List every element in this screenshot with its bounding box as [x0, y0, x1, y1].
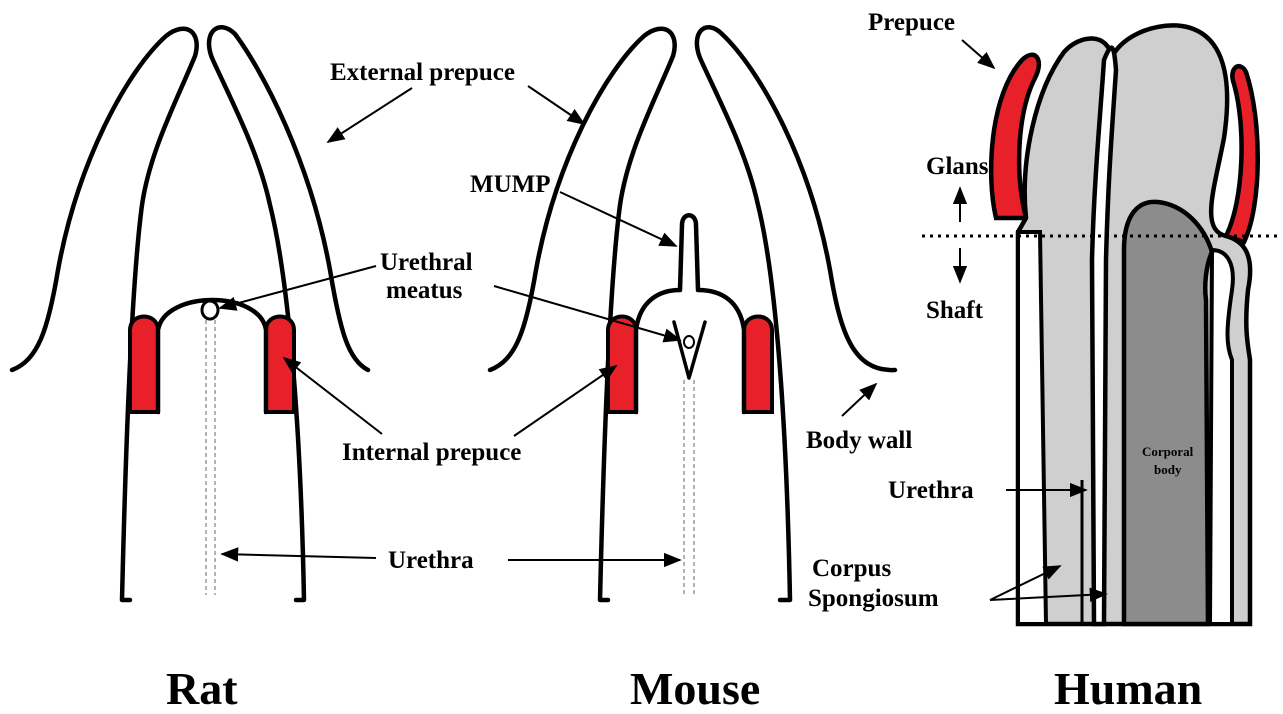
label-urethral-meatus-1: Urethral	[380, 249, 473, 276]
label-corpus-1: Corpus	[812, 555, 891, 582]
rat-diagram	[12, 27, 368, 600]
label-shaft: Shaft	[926, 297, 984, 324]
title-human: Human	[1054, 663, 1202, 714]
mouse-internal-prepuce-right	[744, 317, 772, 413]
mouse-meatus-opening	[684, 336, 694, 348]
mouse-glans	[636, 215, 744, 412]
human-prepuce-right	[1226, 66, 1258, 242]
arrow-prepuce-human	[962, 40, 994, 68]
label-glans: Glans	[926, 153, 989, 180]
label-mump: MUMP	[470, 171, 551, 198]
human-corporal-body	[1124, 202, 1212, 624]
rat-internal-prepuce-right	[266, 317, 294, 413]
label-urethral-meatus-2: meatus	[386, 277, 463, 304]
rat-internal-prepuce-left	[130, 317, 158, 413]
label-corpus-2: Spongiosum	[808, 585, 939, 612]
label-corporal-body-1: Corporal	[1142, 444, 1194, 459]
human-diagram	[922, 25, 1282, 624]
label-urethra-human: Urethra	[888, 477, 974, 504]
arrow-meatus-rat	[220, 266, 376, 308]
label-corporal-body-2: body	[1154, 462, 1182, 477]
arrow-internal-prepuce-mouse	[514, 366, 616, 436]
rat-external-prepuce-right	[209, 27, 368, 600]
arrow-body-wall	[842, 384, 876, 416]
mouse-internal-prepuce-left	[608, 317, 636, 413]
arrow-external-prepuce-rat	[328, 88, 412, 142]
human-skin-band-right	[1210, 250, 1233, 624]
arrow-urethra-rat	[222, 554, 376, 558]
mouse-urethral-meatus	[674, 322, 705, 378]
mouse-external-prepuce-right	[697, 27, 895, 600]
label-internal-prepuce: Internal prepuce	[342, 439, 521, 466]
human-skin-band-left	[1018, 232, 1046, 624]
mouse-external-prepuce-left	[490, 29, 675, 600]
rat-urethral-meatus	[202, 301, 218, 319]
title-rat: Rat	[166, 663, 238, 714]
mouse-diagram	[490, 27, 895, 600]
arrow-external-prepuce-mouse	[528, 86, 584, 124]
label-urethra-center: Urethra	[388, 547, 474, 574]
label-external-prepuce: External prepuce	[330, 59, 515, 86]
label-prepuce: Prepuce	[868, 9, 955, 36]
title-mouse: Mouse	[630, 663, 760, 714]
label-body-wall: Body wall	[806, 427, 912, 454]
